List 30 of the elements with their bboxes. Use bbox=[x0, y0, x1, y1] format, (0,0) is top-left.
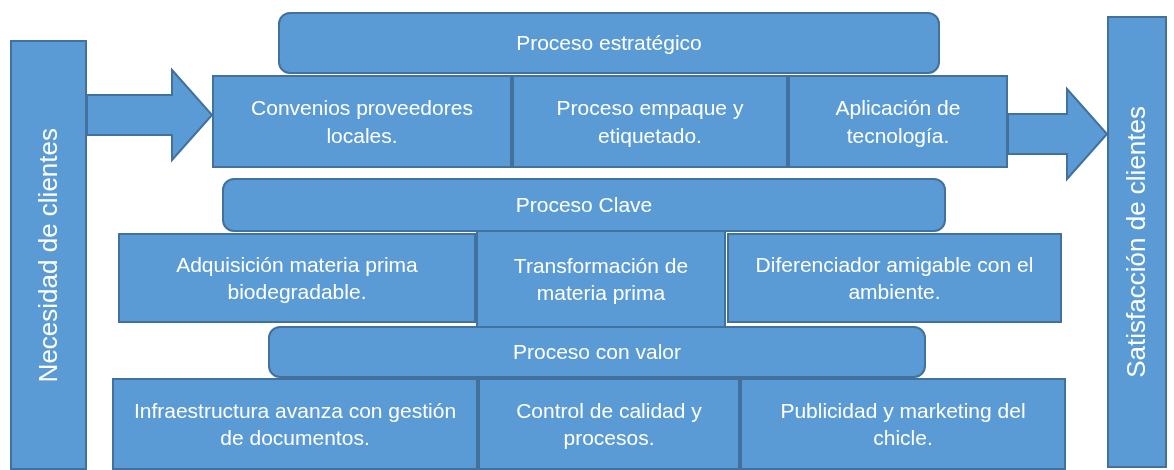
process-box bbox=[212, 75, 512, 168]
process-label: Proceso Clave bbox=[514, 192, 654, 219]
process-box bbox=[727, 233, 1062, 323]
process-label: Publicidad y marketing del chicle. bbox=[779, 397, 1027, 451]
process-label: Proceso con valor bbox=[511, 339, 683, 366]
process-box bbox=[118, 233, 476, 323]
process-box bbox=[476, 230, 726, 328]
process-band bbox=[222, 178, 946, 232]
side-panel bbox=[10, 40, 87, 470]
panel-label: Satisfacción de clientes bbox=[1120, 106, 1153, 378]
process-label: Transformación de materia prima bbox=[512, 252, 690, 306]
block-arrow bbox=[1007, 86, 1109, 182]
process-box bbox=[788, 75, 1008, 168]
process-label: Proceso empaque y etiquetado. bbox=[555, 95, 745, 149]
process-box bbox=[478, 378, 740, 470]
process-label: Adquisición materia prima biodegradable. bbox=[175, 251, 419, 305]
process-box bbox=[740, 378, 1066, 470]
panel-label: Necesidad de clientes bbox=[31, 127, 64, 383]
block-arrow bbox=[86, 67, 214, 163]
process-label: Diferenciador amigable con el ambiente. bbox=[754, 251, 1035, 305]
process-band bbox=[268, 326, 926, 378]
process-label: Proceso estratégico bbox=[515, 30, 703, 57]
side-panel bbox=[1107, 16, 1167, 468]
process-label: Convenios proveedores locales. bbox=[250, 95, 474, 149]
process-label: Control de calidad y procesos. bbox=[515, 397, 703, 451]
process-band bbox=[278, 12, 940, 74]
process-label: Aplicación de tecnología. bbox=[834, 95, 962, 149]
process-label: Infraestructura avanza con gestión de documentos. bbox=[132, 397, 458, 451]
process-box bbox=[112, 378, 478, 470]
process-box bbox=[512, 75, 788, 168]
